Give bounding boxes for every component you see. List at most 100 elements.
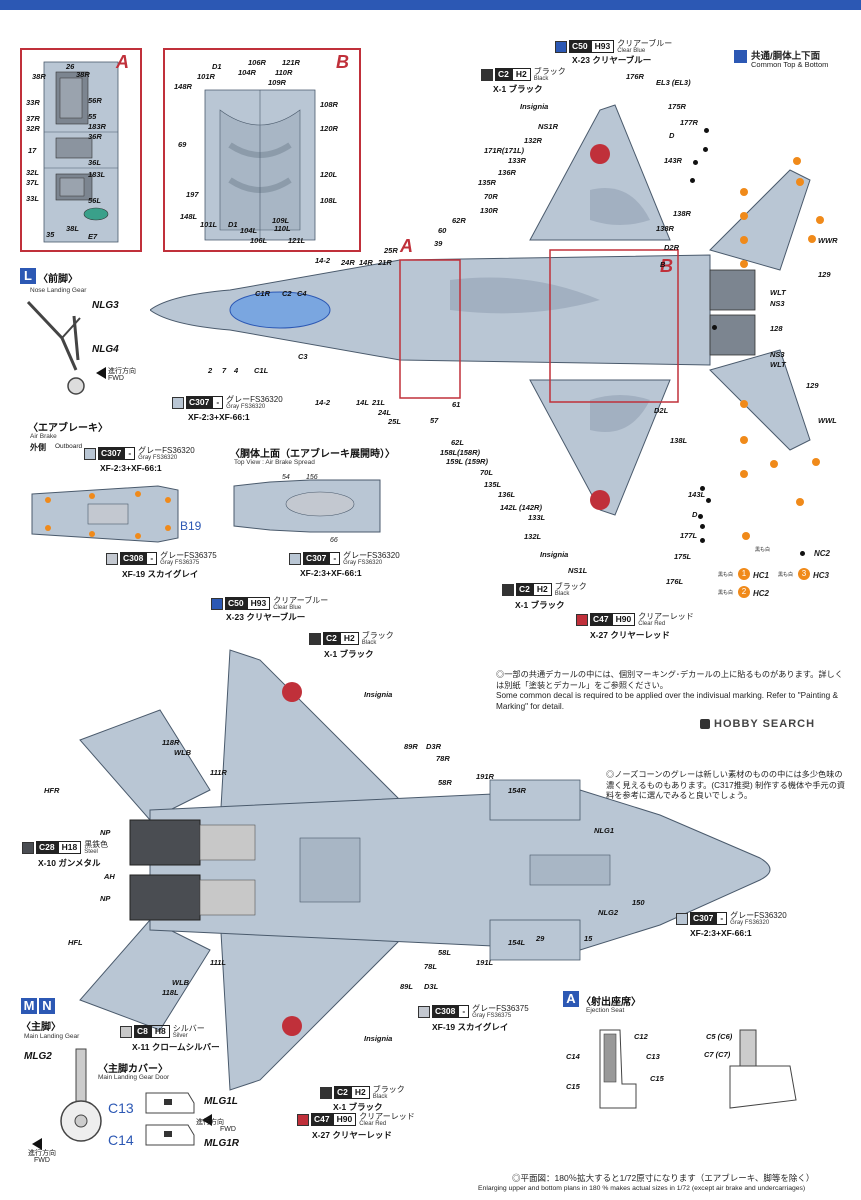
part-label: NLG2 <box>598 908 619 917</box>
chip-swatch <box>211 597 223 610</box>
part-label: 2 <box>208 366 213 375</box>
chip-c308-brake-desc: XF-19 スカイグレイ <box>122 569 199 579</box>
part-label: NP <box>100 828 111 837</box>
part-label: NS1R <box>538 122 559 131</box>
part-label: 118R <box>162 738 180 747</box>
part-label: WLB <box>174 748 192 757</box>
decal-marker-icon <box>740 436 748 444</box>
chip-code1: C308 <box>432 1005 459 1018</box>
part-label: 110R <box>275 68 293 77</box>
chip-swatch <box>555 40 567 53</box>
chip-code1: C2 <box>334 1086 351 1099</box>
door-fwd-en: FWD <box>220 1126 236 1133</box>
spread-label-66: 66 <box>330 537 338 544</box>
part-label: 111R <box>210 768 227 777</box>
decal-marker-icon <box>740 188 748 196</box>
decal-marker-icon <box>742 532 750 540</box>
air-brake-drawing <box>31 485 179 543</box>
hc3-label: HC3 <box>813 571 830 580</box>
part-label: D3R <box>426 742 442 751</box>
part-label: WLT <box>770 288 786 297</box>
part-label: 21R <box>378 258 392 267</box>
chip-code1: C307 <box>690 912 717 925</box>
part-label: D1 <box>228 220 238 229</box>
decal-dot-icon <box>703 147 708 152</box>
hc2-label: HC2 <box>753 589 770 598</box>
hobby-search-logo: HOBBY SEARCH <box>700 717 850 731</box>
part-label: 38L <box>66 224 79 233</box>
hc3-number: 3 <box>798 568 810 580</box>
part-label: 129 <box>806 381 819 390</box>
decal-sym-right: 黒も白 <box>778 572 794 578</box>
decal-dot-icon <box>700 524 705 529</box>
detail-a-letter: A <box>116 52 129 72</box>
top-box-b-letter: B <box>660 256 673 276</box>
part-label: WLB <box>172 978 190 987</box>
part-label: D <box>669 131 675 140</box>
door-fwd-jp: 進行方向 <box>196 1119 224 1126</box>
part-label: C15 <box>650 1074 664 1083</box>
decal-dot-icon <box>706 498 711 503</box>
part-label: 143R <box>664 156 682 165</box>
decal-marker-icon <box>740 260 748 268</box>
chip-swatch <box>84 447 96 460</box>
decal-dot-icon <box>700 486 705 491</box>
decal-dot-icon <box>693 160 698 165</box>
part-label: 136R <box>498 168 516 177</box>
part-label: 62L <box>451 438 464 447</box>
part-label: HFR <box>44 786 60 795</box>
c13-label: C13 <box>108 1100 134 1116</box>
decal-dot-icon <box>698 514 703 519</box>
part-label: D2R <box>664 243 680 252</box>
part-label: C13 <box>646 1052 660 1061</box>
footer-en: Enlarging upper and bottom plans in 180 … <box>478 1185 806 1192</box>
part-label: C7 (C7) <box>704 1050 731 1059</box>
spread-title: 〈胴体上面（エアブレーキ展開時）〉 <box>230 449 395 460</box>
chip-code1: C2 <box>516 583 533 596</box>
decal-marker-icon <box>812 458 820 466</box>
detail-box-a <box>20 48 142 252</box>
chip-code1: C308 <box>120 552 147 565</box>
nlg4-label: NLG4 <box>92 344 119 355</box>
part-label: 101L <box>200 220 218 229</box>
part-label: 120L <box>320 170 338 179</box>
chip-code2: - <box>716 912 728 925</box>
chip-c307-bottom-desc: XF-2:3+XF-66:1 <box>690 928 752 938</box>
part-label: 26 <box>66 62 75 71</box>
mlg1r-label: MLG1R <box>204 1138 239 1149</box>
main-gear-drawing <box>60 1048 102 1142</box>
decal-marker-icon <box>796 498 804 506</box>
decal-marker-icon <box>740 212 748 220</box>
part-label: 175L <box>674 552 692 561</box>
part-label: 132R <box>524 136 542 145</box>
decal-marker-icon <box>796 178 804 186</box>
part-label: 89L <box>400 982 413 991</box>
part-label: 58L <box>438 948 451 957</box>
part-label: 128 <box>770 324 783 333</box>
main-gear-tag-n: N <box>39 998 55 1014</box>
part-label: NLG1 <box>594 826 615 835</box>
part-label: 129 <box>818 270 831 279</box>
part-label: Insignia <box>520 102 549 111</box>
part-label: C2 <box>282 289 292 298</box>
chip-code2: H2 <box>532 583 552 596</box>
ejection-seat-title: 〈射出座席〉 <box>581 997 641 1008</box>
part-label: 136L <box>498 490 516 499</box>
part-label: 143L <box>688 490 706 499</box>
chip-swatch <box>576 613 588 626</box>
nc2-label: NC2 <box>814 549 831 558</box>
main-gear-tag-m: M <box>21 998 37 1014</box>
part-label: 24L <box>378 408 391 417</box>
chip-code2: H8 <box>150 1025 170 1038</box>
part-label: 60 <box>438 226 447 235</box>
decal-marker-icon <box>740 236 748 244</box>
decal-marker-icon <box>808 235 816 243</box>
part-label: 15 <box>584 934 593 943</box>
